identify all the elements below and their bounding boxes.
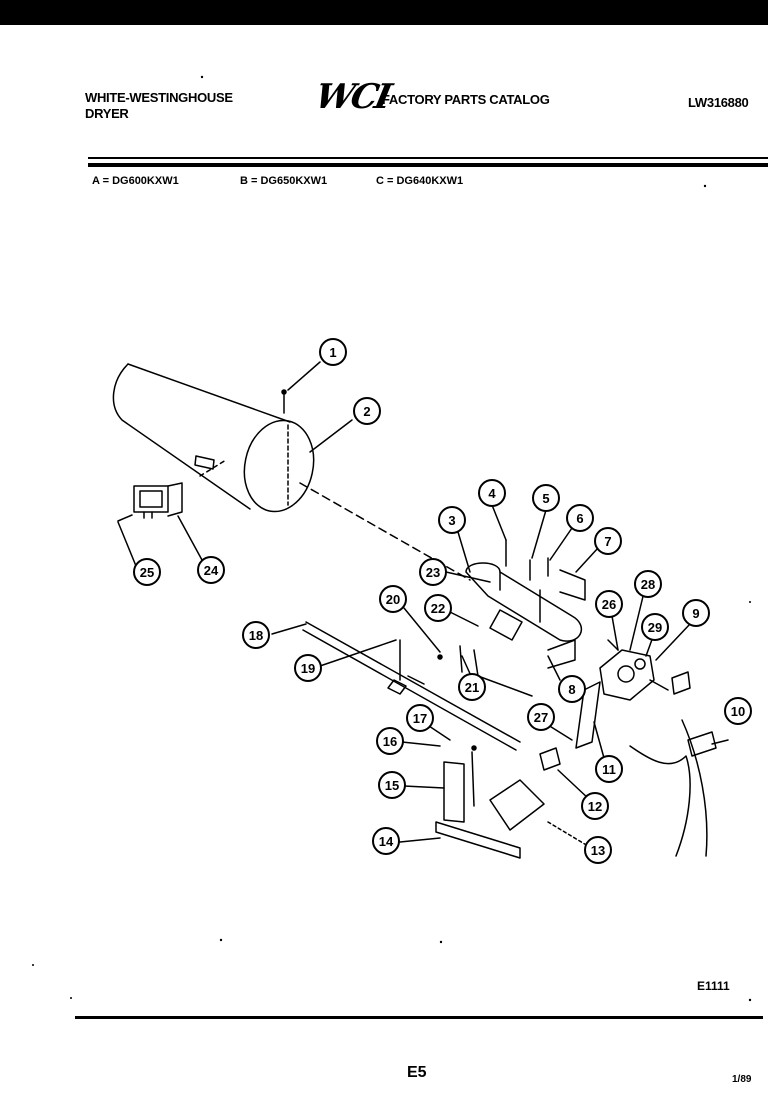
svg-text:17: 17 xyxy=(413,711,427,726)
svg-text:25: 25 xyxy=(140,565,154,580)
callout-20: 20 xyxy=(379,585,407,613)
part-callouts: 1 2 3 4 5 6 7 8 9 10 11 12 13 14 15 16 1… xyxy=(133,338,752,864)
svg-text:27: 27 xyxy=(534,710,548,725)
svg-text:7: 7 xyxy=(604,534,611,549)
svg-text:21: 21 xyxy=(465,680,479,695)
mounting-bracket-drawing xyxy=(435,745,589,859)
gas-tube-drawing xyxy=(302,621,521,751)
callout-25: 25 xyxy=(133,558,161,586)
callout-13: 13 xyxy=(584,836,612,864)
brand-name: WHITE-WESTINGHOUSE xyxy=(85,90,233,105)
callout-8: 8 xyxy=(558,675,586,703)
callout-14: 14 xyxy=(372,827,400,855)
print-date: 1/89 xyxy=(732,1074,752,1085)
callout-19: 19 xyxy=(294,654,322,682)
header-rule-thin xyxy=(88,157,768,159)
callout-22: 22 xyxy=(424,594,452,622)
callout-4: 4 xyxy=(478,479,506,507)
callout-leaders xyxy=(117,361,729,849)
svg-text:18: 18 xyxy=(249,628,263,643)
callout-21: 21 xyxy=(458,673,486,701)
callout-12: 12 xyxy=(581,792,609,820)
svg-text:3: 3 xyxy=(448,513,455,528)
svg-text:2: 2 xyxy=(363,404,370,419)
callout-28: 28 xyxy=(634,570,662,598)
svg-text:11: 11 xyxy=(602,762,616,777)
svg-text:15: 15 xyxy=(385,778,399,793)
product-type: DRYER xyxy=(85,106,129,121)
callout-11: 11 xyxy=(595,755,623,783)
callout-17: 17 xyxy=(406,704,434,732)
callout-18: 18 xyxy=(242,621,270,649)
svg-text:13: 13 xyxy=(591,843,605,858)
igniter-drawing xyxy=(575,681,601,749)
page-number: E5 xyxy=(407,1064,427,1081)
svg-text:24: 24 xyxy=(204,563,219,578)
svg-text:22: 22 xyxy=(431,601,445,616)
wire-harness-drawing xyxy=(629,671,717,857)
header-rule-thick xyxy=(88,163,768,167)
model-b: B = DG650KXW1 xyxy=(240,175,328,187)
catalog-title: FACTORY PARTS CATALOG xyxy=(382,92,550,107)
scan-specks xyxy=(32,75,752,1002)
callout-26: 26 xyxy=(595,590,623,618)
gas-valve-drawing xyxy=(599,639,669,701)
burner-assembly-drawing xyxy=(465,539,586,669)
svg-text:28: 28 xyxy=(641,577,655,592)
svg-text:12: 12 xyxy=(588,799,602,814)
drum-drawing xyxy=(112,363,315,513)
callout-27: 27 xyxy=(527,703,555,731)
model-c: C = DG640KXW1 xyxy=(376,175,464,187)
svg-text:5: 5 xyxy=(542,491,549,506)
svg-text:20: 20 xyxy=(386,592,400,607)
svg-text:9: 9 xyxy=(692,606,699,621)
callout-5: 5 xyxy=(532,484,560,512)
callout-6: 6 xyxy=(566,504,594,532)
callout-9: 9 xyxy=(682,599,710,627)
svg-text:23: 23 xyxy=(426,565,440,580)
svg-text:19: 19 xyxy=(301,661,315,676)
svg-text:14: 14 xyxy=(379,834,394,849)
catalog-number: LW316880 xyxy=(688,95,749,110)
callout-10: 10 xyxy=(724,697,752,725)
callout-2: 2 xyxy=(353,397,381,425)
svg-text:6: 6 xyxy=(576,511,583,526)
svg-text:1: 1 xyxy=(329,345,336,360)
callout-1: 1 xyxy=(319,338,347,366)
figure-code: E1111 xyxy=(697,979,730,993)
svg-text:29: 29 xyxy=(648,620,662,635)
callout-15: 15 xyxy=(378,771,406,799)
callout-24: 24 xyxy=(197,556,225,584)
callout-7: 7 xyxy=(594,527,622,555)
top-black-bar xyxy=(0,0,768,25)
callout-23: 23 xyxy=(419,558,447,586)
svg-text:26: 26 xyxy=(602,597,616,612)
callout-3: 3 xyxy=(438,506,466,534)
svg-text:10: 10 xyxy=(731,704,745,719)
callout-29: 29 xyxy=(641,613,669,641)
callout-16: 16 xyxy=(376,727,404,755)
svg-text:8: 8 xyxy=(568,682,575,697)
model-a: A = DG600KXW1 xyxy=(92,175,179,187)
footer-rule xyxy=(75,1016,763,1019)
door-switch-drawing xyxy=(117,482,183,522)
svg-text:4: 4 xyxy=(488,486,496,501)
svg-text:16: 16 xyxy=(383,734,397,749)
